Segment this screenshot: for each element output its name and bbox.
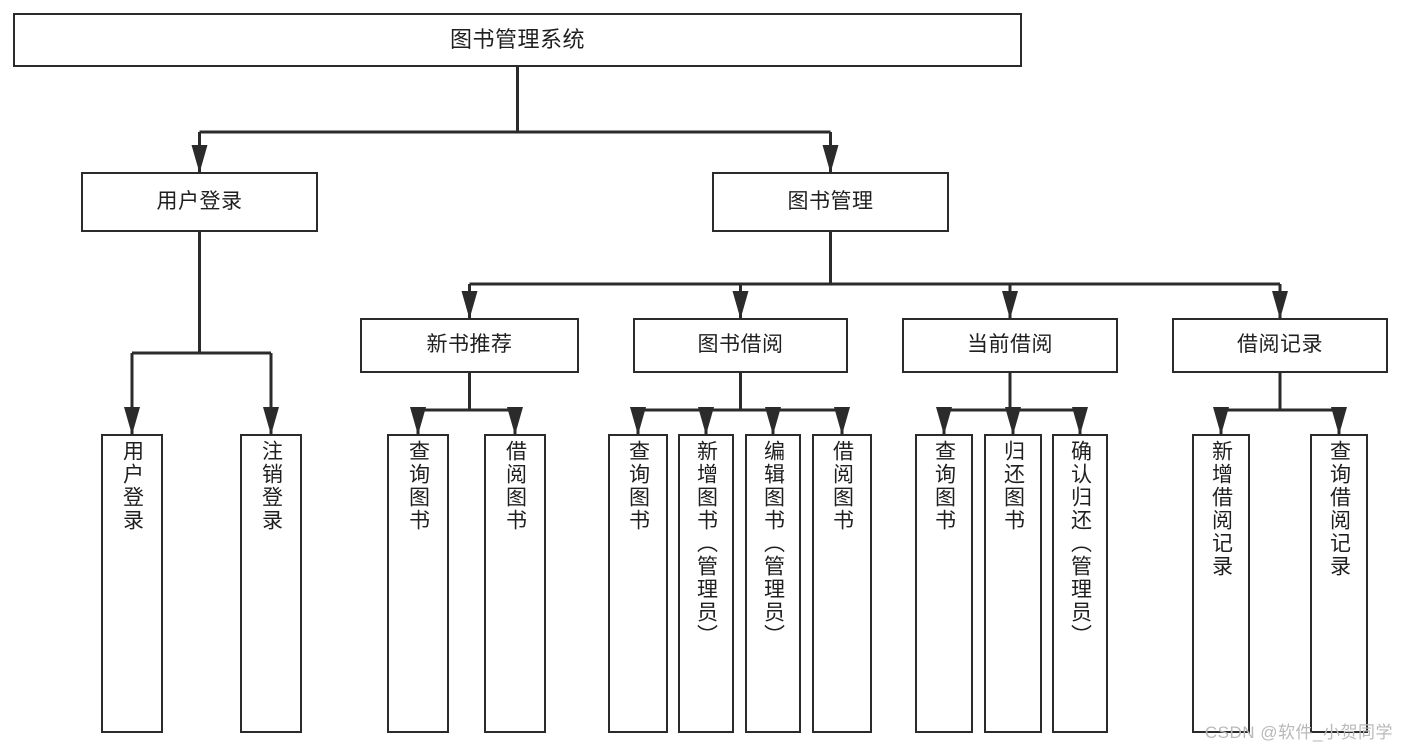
- node-l6[interactable]: 新增图书（管理员）: [678, 434, 734, 733]
- arrow-head-icon: [507, 407, 523, 435]
- node-root[interactable]: 图书管理系统: [13, 13, 1022, 67]
- node-label: 新增图书（管理员）: [694, 440, 718, 647]
- node-l4[interactable]: 借阅图书: [484, 434, 546, 733]
- arrow-head-icon: [765, 407, 781, 435]
- node-label: 用户登录: [156, 189, 243, 213]
- node-current[interactable]: 当前借阅: [902, 318, 1118, 373]
- arrow-head-icon: [124, 407, 140, 435]
- node-l9[interactable]: 查询图书: [915, 434, 973, 733]
- arrow-head-icon: [263, 407, 279, 435]
- node-label: 注销登录: [259, 440, 283, 532]
- node-label: 用户登录: [120, 440, 144, 532]
- node-label: 借阅记录: [1237, 333, 1323, 357]
- node-borrow[interactable]: 图书借阅: [633, 318, 848, 373]
- node-records[interactable]: 借阅记录: [1172, 318, 1388, 373]
- node-l10[interactable]: 归还图书: [984, 434, 1042, 733]
- node-label: 当前借阅: [967, 333, 1053, 357]
- node-l11[interactable]: 确认归还（管理员）: [1052, 434, 1108, 733]
- node-label: 借阅图书: [830, 440, 854, 532]
- node-l2[interactable]: 注销登录: [240, 434, 302, 733]
- node-l7[interactable]: 编辑图书（管理员）: [745, 434, 801, 733]
- arrow-head-icon: [1072, 407, 1088, 435]
- node-label: 查询图书: [406, 440, 430, 532]
- node-label: 图书管理: [787, 189, 874, 213]
- node-label: 图书借阅: [697, 333, 784, 357]
- arrow-head-icon: [936, 407, 952, 435]
- node-label: 新书推荐: [426, 333, 513, 357]
- node-label: 借阅图书: [503, 440, 527, 532]
- node-l12[interactable]: 新增借阅记录: [1192, 434, 1250, 733]
- node-login[interactable]: 用户登录: [81, 172, 318, 232]
- node-l5[interactable]: 查询图书: [608, 434, 668, 733]
- node-label: 新增借阅记录: [1209, 440, 1233, 578]
- arrow-head-icon: [630, 407, 646, 435]
- arrow-head-icon: [834, 407, 850, 435]
- node-newbook[interactable]: 新书推荐: [360, 318, 579, 373]
- arrow-head-icon: [732, 291, 749, 319]
- node-label: 确认归还（管理员）: [1068, 440, 1092, 647]
- arrow-head-icon: [1002, 291, 1018, 319]
- arrow-head-icon: [191, 145, 208, 173]
- node-label: 编辑图书（管理员）: [761, 440, 785, 647]
- arrow-head-icon: [410, 407, 426, 435]
- arrow-head-icon: [822, 145, 839, 173]
- node-bookmgmt[interactable]: 图书管理: [712, 172, 949, 232]
- node-l13[interactable]: 查询借阅记录: [1310, 434, 1368, 733]
- node-l3[interactable]: 查询图书: [387, 434, 449, 733]
- arrow-head-icon: [1005, 407, 1021, 435]
- arrow-head-icon: [1272, 291, 1288, 319]
- node-l8[interactable]: 借阅图书: [812, 434, 872, 733]
- arrow-head-icon: [1331, 407, 1347, 435]
- node-label: 归还图书: [1001, 440, 1025, 532]
- arrow-head-icon: [1213, 407, 1229, 435]
- arrow-head-icon: [461, 291, 478, 319]
- node-l1[interactable]: 用户登录: [101, 434, 163, 733]
- node-label: 查询借阅记录: [1327, 440, 1351, 578]
- arrow-head-icon: [698, 407, 714, 435]
- node-label: 图书管理系统: [449, 27, 585, 53]
- node-label: 查询图书: [626, 440, 650, 532]
- watermark-text: CSDN @软件_小贺同学: [1204, 723, 1393, 742]
- node-label: 查询图书: [932, 440, 956, 532]
